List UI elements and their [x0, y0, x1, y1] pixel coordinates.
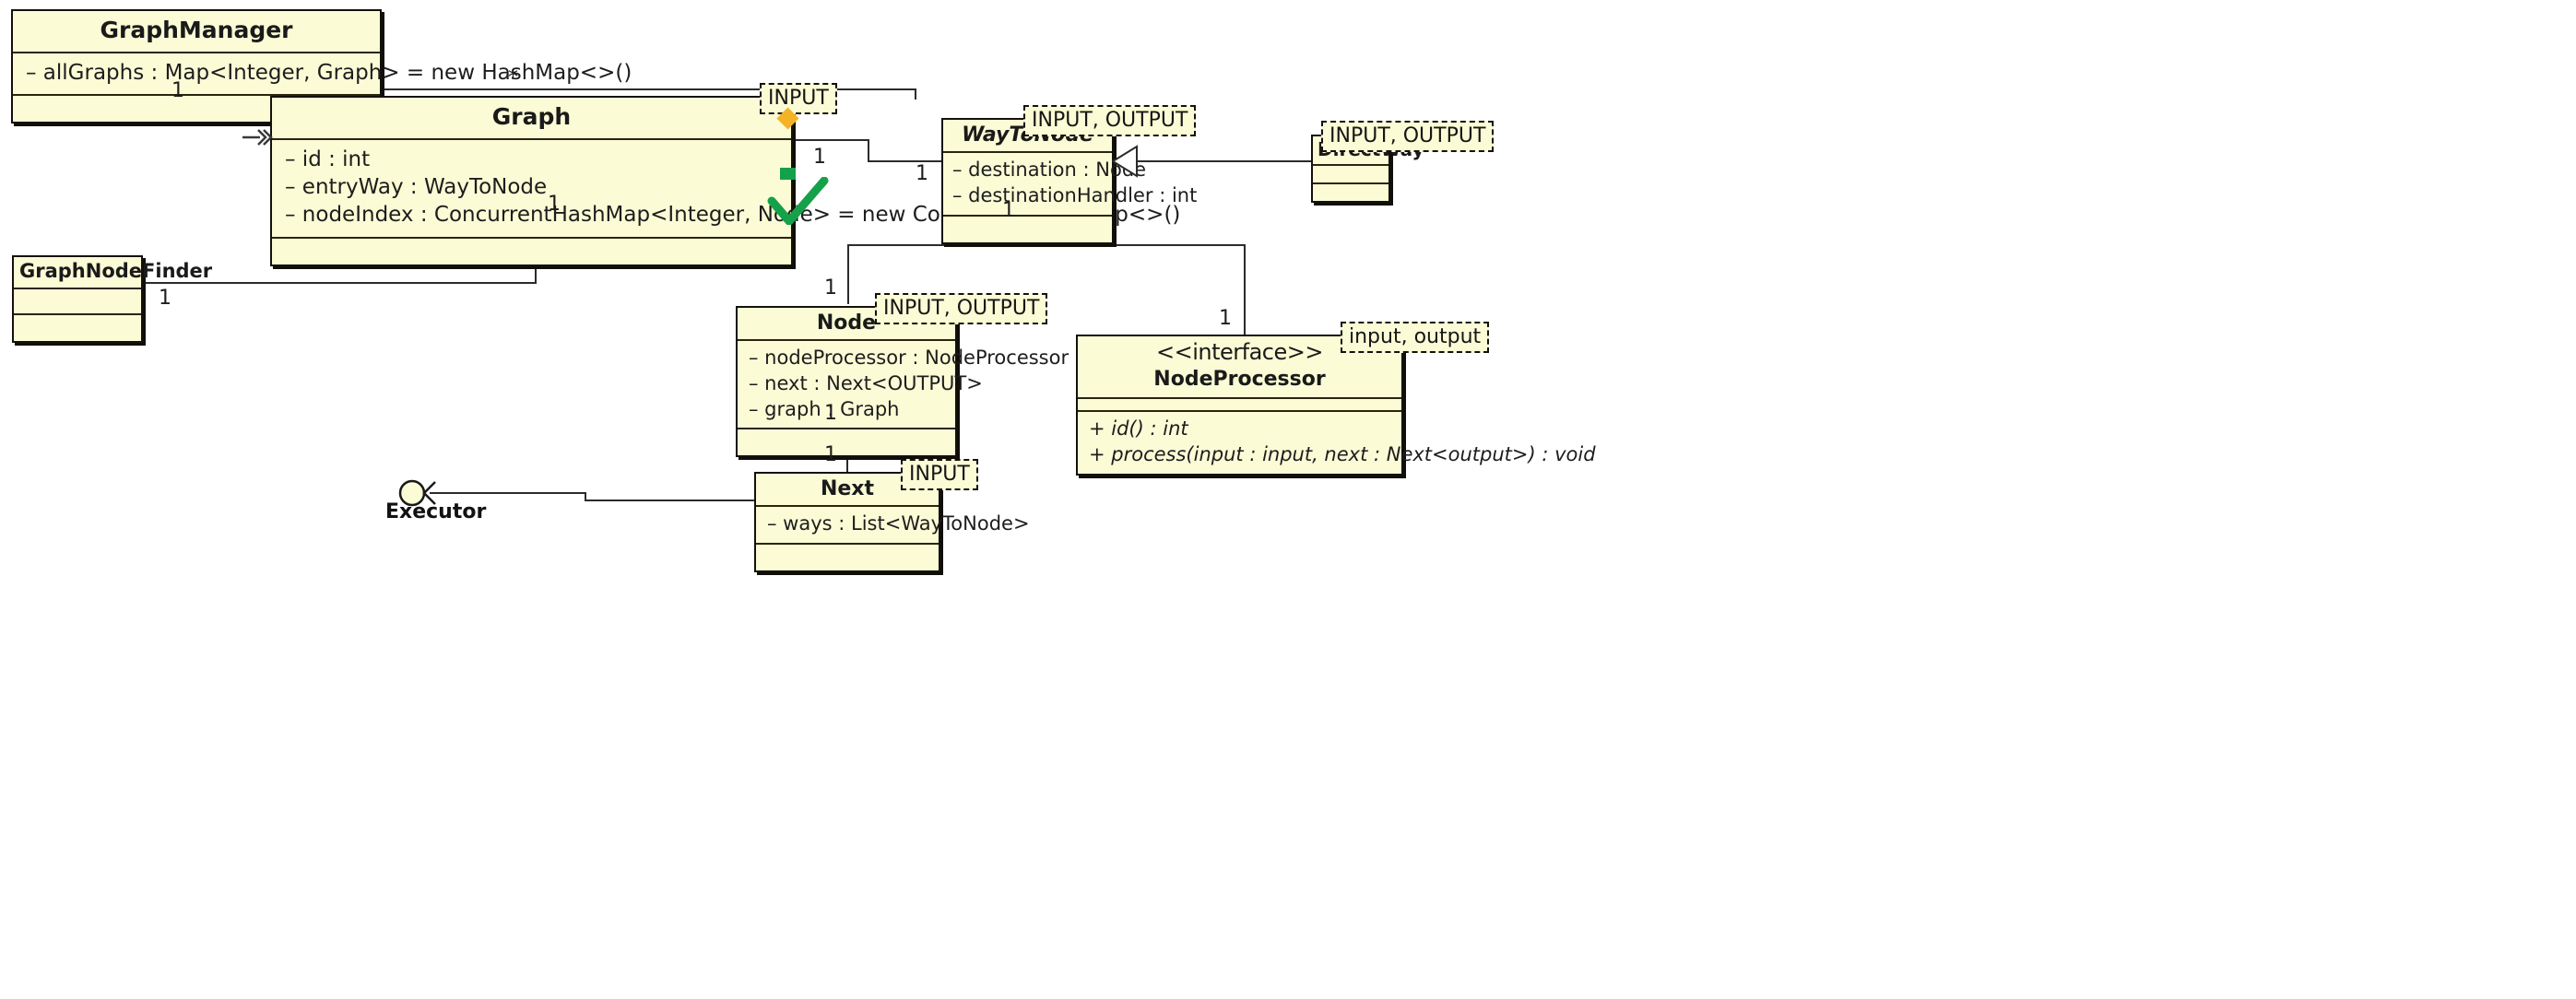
- multiplicity-node-down: 1: [824, 402, 837, 425]
- template-param-direct-way: INPUT, OUTPUT: [1321, 121, 1495, 153]
- multiplicity-node-up: 1: [824, 276, 837, 300]
- connector-executor-next-h2: [585, 500, 754, 501]
- multiplicity-nodeprocessor-up: 1: [1219, 307, 1232, 330]
- executor-interface-lollipop-icon: [398, 479, 436, 507]
- class-divider: [14, 287, 141, 289]
- multiplicity-waytonode-left: 1: [916, 162, 928, 185]
- attribute-row: – id : int: [285, 147, 371, 171]
- class-box-graph[interactable]: Graph – id : int – entryWay : WayToNode …: [270, 96, 1181, 266]
- class-divider: [1313, 163, 1388, 166]
- class-attributes-next: – ways : List<WayToNode>: [756, 507, 1030, 543]
- connector-directway-waytonode: [1136, 160, 1311, 162]
- class-box-node-processor[interactable]: <<interface>> NodeProcessor + id() : int…: [1076, 335, 1596, 476]
- connector-graph-waytonode-h1: [793, 139, 869, 141]
- connector-graph-waytonode-h2: [868, 160, 941, 162]
- class-divider: [1078, 409, 1401, 412]
- class-operations-graph-node-finder: [14, 315, 141, 341]
- template-param-node-processor: input, output: [1341, 322, 1490, 354]
- attribute-row: – entryWay : WayToNode: [285, 174, 548, 199]
- class-divider: [943, 151, 1112, 154]
- multiplicity-waytonode-down: 1: [1002, 199, 1015, 222]
- multiplicity-next-up: 1: [824, 443, 837, 466]
- connector-graph-finder-h: [143, 282, 537, 284]
- class-box-next[interactable]: Next – ways : List<WayToNode>: [754, 472, 1030, 572]
- class-attributes-node-processor: [1078, 399, 1401, 410]
- operation-row: + id() : int: [1089, 417, 1188, 440]
- class-divider: [272, 137, 791, 140]
- class-attributes-graph: – id : int – entryWay : WayToNode – node…: [272, 140, 1181, 237]
- class-title-node: Node: [816, 311, 877, 335]
- class-divider: [756, 505, 939, 508]
- template-param-graph: INPUT: [760, 83, 837, 115]
- executor-label: Executor: [385, 500, 487, 523]
- multiplicity-manager-source: 1: [171, 79, 184, 102]
- class-name-node-processor: NodeProcessor: [1153, 368, 1326, 392]
- green-checkmark-annotation: [767, 177, 829, 225]
- class-attributes-node: – nodeProcessor : NodeProcessor – next :…: [738, 341, 1069, 428]
- template-param-next: INPUT: [901, 459, 978, 491]
- incoming-arrow-icon: [242, 129, 273, 146]
- attribute-row: – next : Next<OUTPUT>: [749, 371, 983, 394]
- connector-branch-node-v: [847, 244, 849, 304]
- attribute-row: – allGraphs : Map<Integer, Graph> = new …: [26, 60, 632, 85]
- class-stereotype-node-processor: <<interface>>: [1156, 339, 1323, 365]
- class-divider: [943, 214, 1112, 217]
- connector-manager-graph-v2: [915, 88, 916, 100]
- class-divider: [272, 236, 791, 239]
- attribute-row: – nodeProcessor : NodeProcessor: [749, 347, 1069, 370]
- attribute-row: – nodeIndex : ConcurrentHashMap<Integer,…: [285, 203, 1181, 228]
- class-title-graph: Graph: [491, 103, 572, 130]
- composition-square-marker: [780, 168, 796, 180]
- class-divider: [13, 51, 380, 53]
- class-title-graph-node-finder: GraphNodeFinder: [19, 260, 213, 282]
- class-title-node-processor: <<interface>> NodeProcessor: [1078, 336, 1401, 397]
- attribute-row: – ways : List<WayToNode>: [767, 512, 1030, 535]
- class-box-way-to-node[interactable]: WayToNode – destination : Node – destina…: [941, 118, 1198, 244]
- class-title-next: Next: [820, 477, 875, 500]
- class-divider: [756, 542, 939, 545]
- class-attributes-graph-manager: – allGraphs : Map<Integer, Graph> = new …: [13, 53, 632, 94]
- template-param-way-to-node: INPUT, OUTPUT: [1023, 105, 1197, 137]
- class-attributes-way-to-node: – destination : Node – destinationHandle…: [943, 153, 1198, 214]
- class-operations-way-to-node: [943, 217, 1112, 242]
- class-divider: [738, 339, 955, 342]
- class-operations-next: [756, 545, 939, 570]
- class-operations-node: [738, 429, 955, 455]
- attribute-row: – destinationHandler : int: [952, 183, 1198, 206]
- class-box-graph-node-finder[interactable]: GraphNodeFinder: [12, 255, 213, 343]
- class-box-graph-manager[interactable]: GraphManager – allGraphs : Map<Integer, …: [11, 9, 632, 123]
- connector-manager-graph-h1: [297, 88, 916, 90]
- connector-executor-next-v: [585, 492, 586, 501]
- class-divider: [738, 428, 955, 430]
- multiplicity-graph-waytonode: 1: [813, 146, 826, 169]
- class-title-graph-manager: GraphManager: [100, 17, 293, 43]
- connector-branch-processor-v: [1244, 244, 1246, 335]
- connector-executor-next-h1: [430, 492, 586, 494]
- class-divider: [14, 312, 141, 315]
- class-divider: [1313, 182, 1388, 184]
- class-operations-direct-way: [1313, 184, 1388, 201]
- multiplicity-finder-end: 1: [159, 287, 171, 310]
- attribute-row: – graph : Graph: [749, 397, 900, 420]
- connector-branch-h: [847, 244, 1246, 246]
- class-attributes-direct-way: [1313, 166, 1388, 182]
- operation-row: + process(input : input, next : Next<out…: [1089, 442, 1596, 465]
- class-divider: [13, 93, 380, 96]
- attribute-row: – destination : Node: [952, 159, 1147, 182]
- template-param-node: INPUT, OUTPUT: [875, 293, 1048, 325]
- class-operations-node-processor: + id() : int + process(input : input, ne…: [1078, 412, 1596, 474]
- class-operations-graph: [272, 239, 791, 264]
- generalization-triangle-icon: [1112, 145, 1138, 178]
- multiplicity-manager-target: *: [508, 66, 518, 89]
- connector-graph-waytonode-v: [868, 139, 869, 162]
- class-attributes-graph-node-finder: [14, 289, 141, 313]
- multiplicity-graph-finder: 1: [548, 193, 561, 216]
- class-box-node[interactable]: Node – nodeProcessor : NodeProcessor – n…: [736, 306, 1069, 458]
- class-divider: [1078, 396, 1401, 399]
